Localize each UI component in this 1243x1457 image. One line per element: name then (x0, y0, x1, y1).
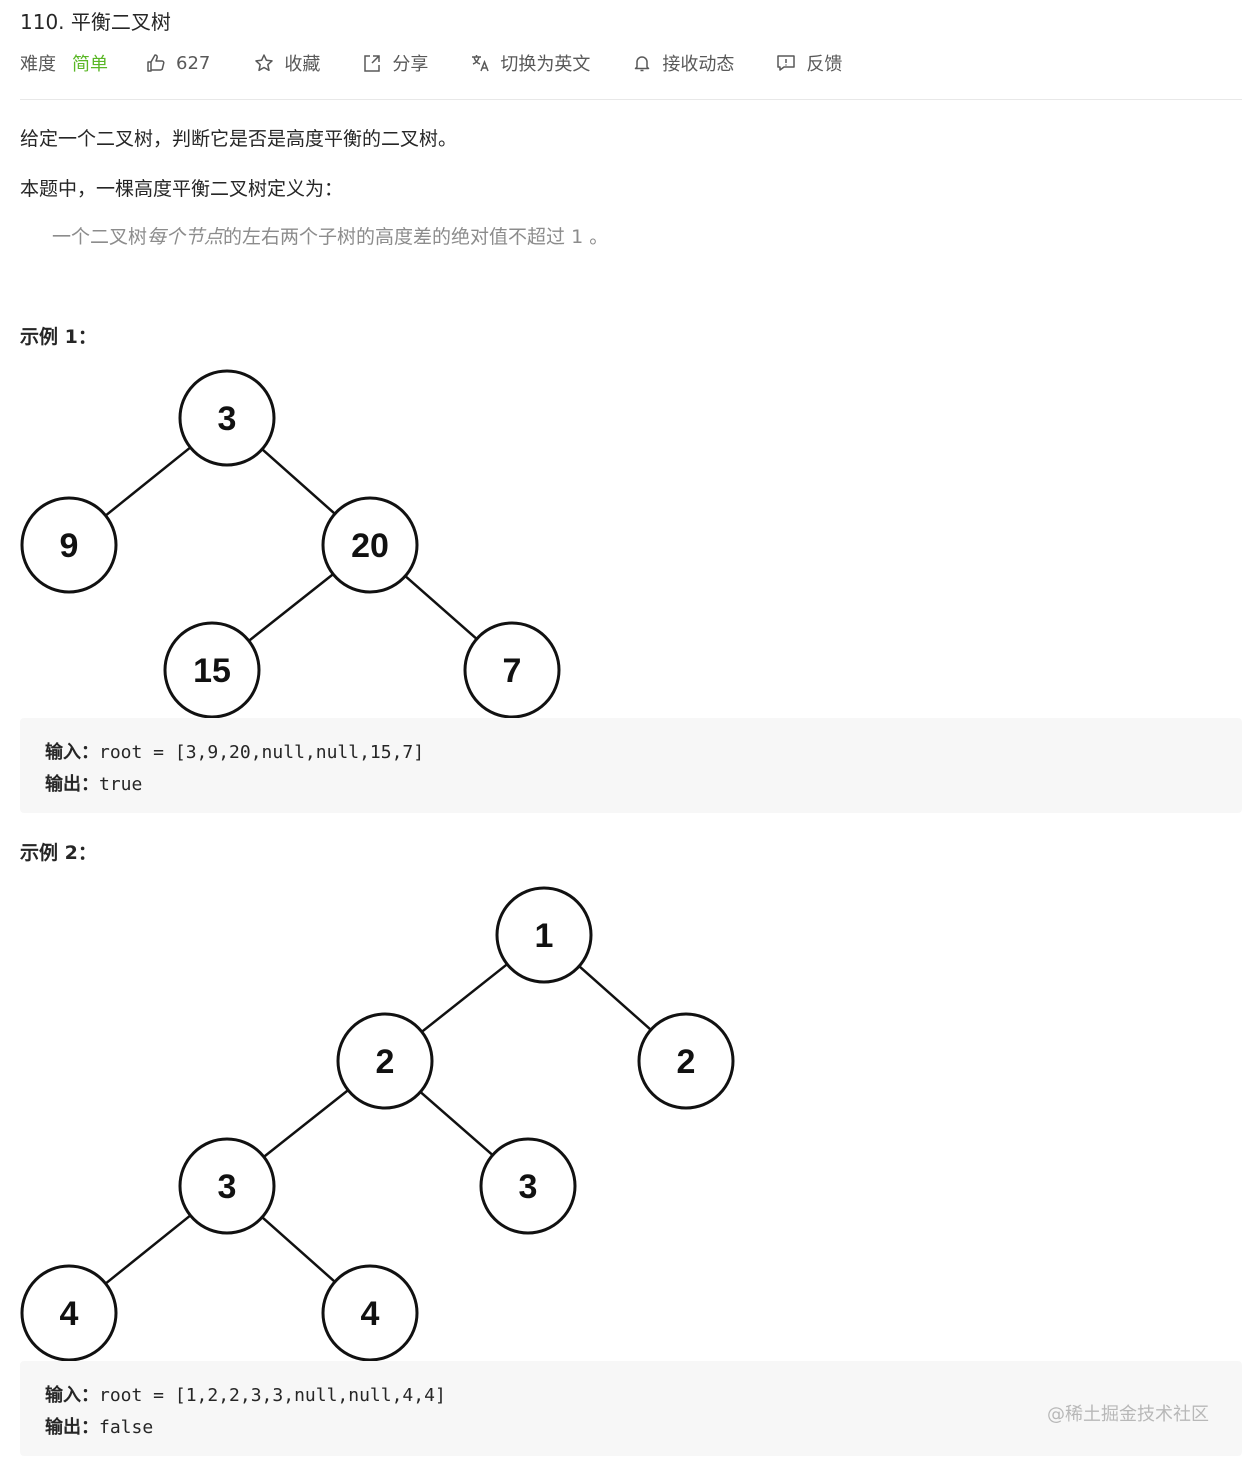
translate-icon (470, 53, 490, 73)
tree-node: 2 (336, 1012, 434, 1110)
tree-node-circle (463, 621, 561, 719)
output-value: false (99, 1417, 154, 1438)
like-button[interactable]: 627 (146, 53, 210, 74)
tree-node-circle (20, 496, 118, 594)
header-divider (20, 99, 1242, 100)
tree-node-value: 1 (535, 917, 554, 955)
example-2-output-line: 输出：false (45, 1413, 153, 1439)
output-label: 输出： (45, 774, 99, 795)
share-icon (362, 53, 382, 73)
tree-node-value: 3 (519, 1168, 538, 1206)
collect-button[interactable]: 收藏 (254, 50, 320, 76)
tree-node: 9 (20, 496, 118, 594)
difficulty-value: 简单 (72, 54, 108, 75)
problem-toolbar: 难度 简单 627 收藏 分享 切换为英文 接收动态 反馈 (20, 48, 884, 78)
tree-node-value: 4 (60, 1295, 79, 1333)
tree-node-value: 2 (677, 1043, 696, 1081)
feedback-icon (776, 53, 796, 73)
tree-node-value: 7 (503, 652, 522, 690)
tree-node: 3 (178, 369, 276, 467)
tree-node: 20 (321, 496, 419, 594)
description-line-1: 给定一个二叉树，判断它是否是高度平衡的二叉树。 (20, 128, 458, 150)
tree-edge (261, 448, 336, 515)
example-1-input-line: 输入：root = [3,9,20,null,null,15,7] (45, 738, 424, 764)
problem-title: 110. 平衡二叉树 (20, 10, 171, 34)
collect-label: 收藏 (284, 54, 321, 75)
switch-language-label: 切换为英文 (500, 54, 591, 75)
example-1-heading: 示例 1： (20, 326, 97, 348)
tree-edge (578, 965, 652, 1031)
input-label: 输入： (45, 1385, 99, 1406)
tree-node-circle (336, 1012, 434, 1110)
example-1-tree: 3 9 20 15 7 (20, 369, 561, 719)
tree-edge (421, 963, 508, 1033)
tree-node-circle (321, 1264, 419, 1362)
example-2-code-block: 输入：root = [1,2,2,3,3,null,null,4,4] 输出：f… (20, 1361, 1242, 1456)
tree-edge (419, 1090, 494, 1157)
share-label: 分享 (392, 54, 429, 75)
star-icon (254, 53, 274, 73)
tree-node: 1 (495, 886, 593, 984)
tree-node-value: 20 (351, 527, 389, 565)
tree-node-circle (321, 496, 419, 594)
tree-node-circle (637, 1012, 735, 1110)
quote-text-end: 的左右两个子树的高度差的绝对值不超过 1 。 (223, 226, 609, 248)
feedback-label: 反馈 (806, 54, 843, 75)
subscribe-label: 接收动态 (662, 54, 735, 75)
tree-node: 4 (20, 1264, 118, 1362)
output-label: 输出： (45, 1417, 99, 1438)
bell-icon (632, 53, 652, 73)
input-value: root = [3,9,20,null,null,15,7] (99, 742, 425, 763)
quote-emphasis: 每个节点 (147, 226, 224, 248)
tree-node-circle (495, 886, 593, 984)
tree-node: 3 (479, 1137, 577, 1235)
feedback-button[interactable]: 反馈 (776, 50, 842, 76)
example-1-code-block: 输入：root = [3,9,20,null,null,15,7] 输出：tru… (20, 718, 1242, 813)
tree-node-circle (178, 369, 276, 467)
share-button[interactable]: 分享 (362, 50, 428, 76)
tree-node-circle (20, 1264, 118, 1362)
tree-node: 2 (637, 1012, 735, 1110)
tree-edge (404, 575, 478, 640)
input-value: root = [1,2,2,3,3,null,null,4,4] (99, 1385, 446, 1406)
tree-node-circle (479, 1137, 577, 1235)
output-value: true (99, 774, 143, 795)
tree-edge (263, 1089, 349, 1158)
quote-text-start: 一个二叉树 (52, 226, 148, 248)
example-2-heading: 示例 2： (20, 842, 97, 864)
example-1-output-line: 输出：true (45, 770, 142, 796)
tree-node-circle (163, 621, 261, 719)
tree-node-value: 3 (218, 400, 237, 438)
tree-edge (248, 573, 334, 642)
tree-node: 15 (163, 621, 261, 719)
description-line-2: 本题中，一棵高度平衡二叉树定义为： (20, 178, 344, 200)
tree-node-value: 9 (60, 527, 79, 565)
input-label: 输入： (45, 742, 99, 763)
tree-node-value: 4 (361, 1295, 380, 1333)
tree-edge (104, 446, 192, 517)
subscribe-button[interactable]: 接收动态 (632, 50, 734, 76)
tree-node: 7 (463, 621, 561, 719)
tree-edge (104, 1214, 192, 1285)
example-2-tree: 1 2 2 3 3 4 4 (20, 886, 735, 1362)
tree-node-value: 15 (193, 652, 231, 690)
tree-node: 3 (178, 1137, 276, 1235)
watermark: @稀土掘金技术社区 (1047, 1404, 1209, 1425)
definition-quote: 一个二叉树每个节点的左右两个子树的高度差的绝对值不超过 1 。 (52, 222, 608, 249)
like-count: 627 (176, 52, 211, 74)
tree-edge (261, 1216, 336, 1283)
tree-node-value: 3 (218, 1168, 237, 1206)
tree-node-circle (178, 1137, 276, 1235)
example-2-input-line: 输入：root = [1,2,2,3,3,null,null,4,4] (45, 1381, 446, 1407)
thumbs-up-icon (146, 53, 166, 73)
difficulty-label: 难度 (20, 54, 56, 75)
difficulty: 难度 简单 (20, 50, 108, 76)
tree-node: 4 (321, 1264, 419, 1362)
tree-node-value: 2 (376, 1043, 395, 1081)
switch-language-button[interactable]: 切换为英文 (470, 50, 590, 76)
